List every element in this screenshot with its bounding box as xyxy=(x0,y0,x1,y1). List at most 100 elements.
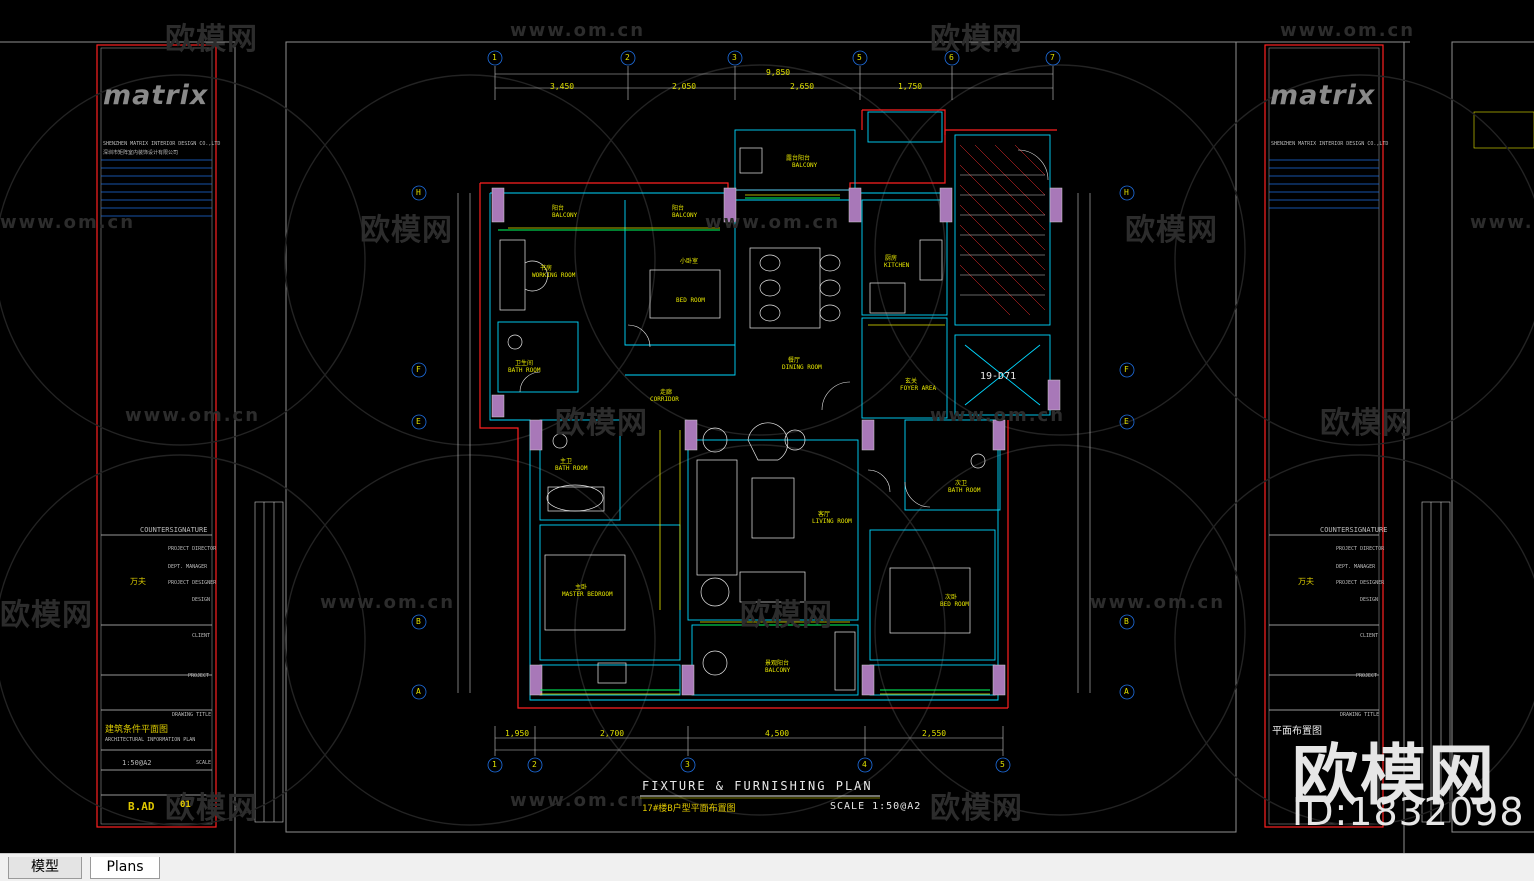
left-drawing-title-en: ARCHITECTURAL INFORMATION PLAN xyxy=(105,737,196,743)
grid-label: E xyxy=(416,417,421,426)
right-role: DESIGN xyxy=(1360,597,1379,603)
grid-label: 2 xyxy=(532,760,537,769)
room-label: 景观阳台 xyxy=(765,660,790,667)
room-label: 次卫 xyxy=(955,480,968,487)
left-scale: 1:50@A2 xyxy=(122,759,152,767)
grid-label: B xyxy=(416,617,421,626)
watermark-url: www.om.cn xyxy=(0,212,136,233)
dimension: 2,650 xyxy=(790,82,815,91)
watermark-cn: 欧模网 xyxy=(930,791,1023,826)
dimension: 1,950 xyxy=(505,729,530,738)
room-label: 卫生间 xyxy=(515,360,534,367)
cad-model-space[interactable]: 欧模网 www.om.cn 欧模网 www.om.cn www.om.cn 欧模… xyxy=(0,0,1534,853)
plan-scale: SCALE 1:50@A2 xyxy=(830,801,922,812)
watermark-big: 欧模网 xyxy=(1292,737,1496,814)
grid-label: A xyxy=(1124,687,1129,696)
watermark-url: www.om.cn xyxy=(930,405,1066,426)
grid-label: 1 xyxy=(492,760,497,769)
room-label: 主卫 xyxy=(560,458,573,465)
right-role: DEPT. MANAGER xyxy=(1336,564,1376,570)
watermark-rings xyxy=(0,64,1534,826)
room-label: 小卧室 xyxy=(680,258,699,265)
grid-label: 1 xyxy=(492,53,497,62)
right-role: DRAWING TITLE xyxy=(1340,712,1380,718)
room-label: LIVING ROOM xyxy=(812,518,852,525)
plan-title-underline xyxy=(640,795,880,799)
left-title-block xyxy=(101,159,212,796)
tab-model[interactable]: 模型 xyxy=(8,857,82,879)
grid-label: 5 xyxy=(857,53,862,62)
dimension: 2,050 xyxy=(672,82,697,91)
left-role: CLIENT xyxy=(192,633,211,639)
right-signer: 万夫 xyxy=(1298,577,1314,586)
room-label: BED ROOM xyxy=(676,297,705,304)
grid-label: A xyxy=(416,687,421,696)
room-label: BATH ROOM xyxy=(948,487,981,494)
watermark-url: www.om.cn xyxy=(125,405,261,426)
room-label: BED ROOM xyxy=(940,601,969,608)
cad-drawing xyxy=(0,41,1534,853)
dimension: 2,700 xyxy=(600,729,625,738)
room-label: WORKING ROOM xyxy=(532,272,576,279)
room-label: BATH ROOM xyxy=(508,367,541,374)
grid-label: 6 xyxy=(949,53,954,62)
room-label: 厨房 xyxy=(885,255,898,262)
left-logo: matrix xyxy=(103,80,209,111)
watermark-cn: 欧模网 xyxy=(0,598,93,633)
right-countersignature: COUNTERSIGNATURE xyxy=(1320,526,1388,534)
watermark-url: www.om.cn xyxy=(510,20,646,41)
room-label: 露台阳台 xyxy=(786,155,811,162)
grid-label: F xyxy=(416,365,421,374)
room-label: 玄关 xyxy=(905,378,918,385)
room-label: DINING ROOM xyxy=(782,364,822,371)
room-label: 阳台 xyxy=(552,205,565,212)
left-drawing-title-cn: 建筑条件平面图 xyxy=(105,725,169,735)
grid-label: E xyxy=(1124,417,1129,426)
room-label: BALCONY xyxy=(552,212,578,219)
left-company-cn: 深圳市矩阵室内装饰设计有限公司 xyxy=(103,150,179,156)
watermark-cn: 欧模网 xyxy=(740,598,833,633)
elevator-tag: 19-D71 xyxy=(980,371,1017,382)
room-label: 主卧 xyxy=(575,584,588,591)
left-company-en: SHENZHEN MATRIX INTERIOR DESIGN CO.,LTD xyxy=(103,141,221,147)
room-label: 阳台 xyxy=(672,205,685,212)
watermark-cn: 欧模网 xyxy=(360,213,453,248)
right-title-block xyxy=(1269,159,1379,711)
dimension-total: 9,850 xyxy=(766,68,791,77)
tab-plans[interactable]: Plans xyxy=(90,857,160,879)
right-company-en: SHENZHEN MATRIX INTERIOR DESIGN CO.,LTD xyxy=(1271,141,1389,147)
room-label: BALCONY xyxy=(672,212,698,219)
dimension: 4,500 xyxy=(765,729,790,738)
room-label: BALCONY xyxy=(765,667,791,674)
dimension: 1,750 xyxy=(898,82,923,91)
room-label: KITCHEN xyxy=(884,262,910,269)
watermark-url: www.om.cn xyxy=(320,592,456,613)
watermark-url: www.om.cn xyxy=(1470,212,1534,233)
left-sheet-no: 01 xyxy=(180,800,191,810)
grid-label: B xyxy=(1124,617,1129,626)
grid-label: H xyxy=(1124,188,1129,197)
left-role: DRAWING TITLE xyxy=(172,712,212,718)
left-role: PROJECT xyxy=(188,673,210,679)
revision-strips xyxy=(254,501,1451,823)
room-label: CORRIDOR xyxy=(650,396,679,403)
watermark-id: ID:1832098 xyxy=(1292,790,1525,834)
room-label: 书房 xyxy=(540,265,553,272)
room-label: MASTER BEDROOM xyxy=(562,591,613,598)
grid-label: 4 xyxy=(862,760,867,769)
grid-label: F xyxy=(1124,365,1129,374)
room-label: 餐厅 xyxy=(788,357,801,364)
grid-label: 3 xyxy=(685,760,690,769)
watermark-cn: 欧模网 xyxy=(930,22,1023,57)
right-role: PROJECT xyxy=(1356,673,1378,679)
layout-tab-bar: 模型 Plans xyxy=(0,853,1534,881)
floor-plan xyxy=(411,50,1135,773)
watermark-url: www.om.cn xyxy=(510,790,646,811)
left-countersignature: COUNTERSIGNATURE xyxy=(140,526,208,534)
left-role: PROJECT DIRECTOR xyxy=(168,546,217,552)
watermark-cn: 欧模网 xyxy=(165,791,258,826)
dimension: 3,450 xyxy=(550,82,575,91)
watermark-url: www.om.cn xyxy=(1280,20,1416,41)
dimension: 2,550 xyxy=(922,729,947,738)
left-role: DEPT. MANAGER xyxy=(168,564,208,570)
